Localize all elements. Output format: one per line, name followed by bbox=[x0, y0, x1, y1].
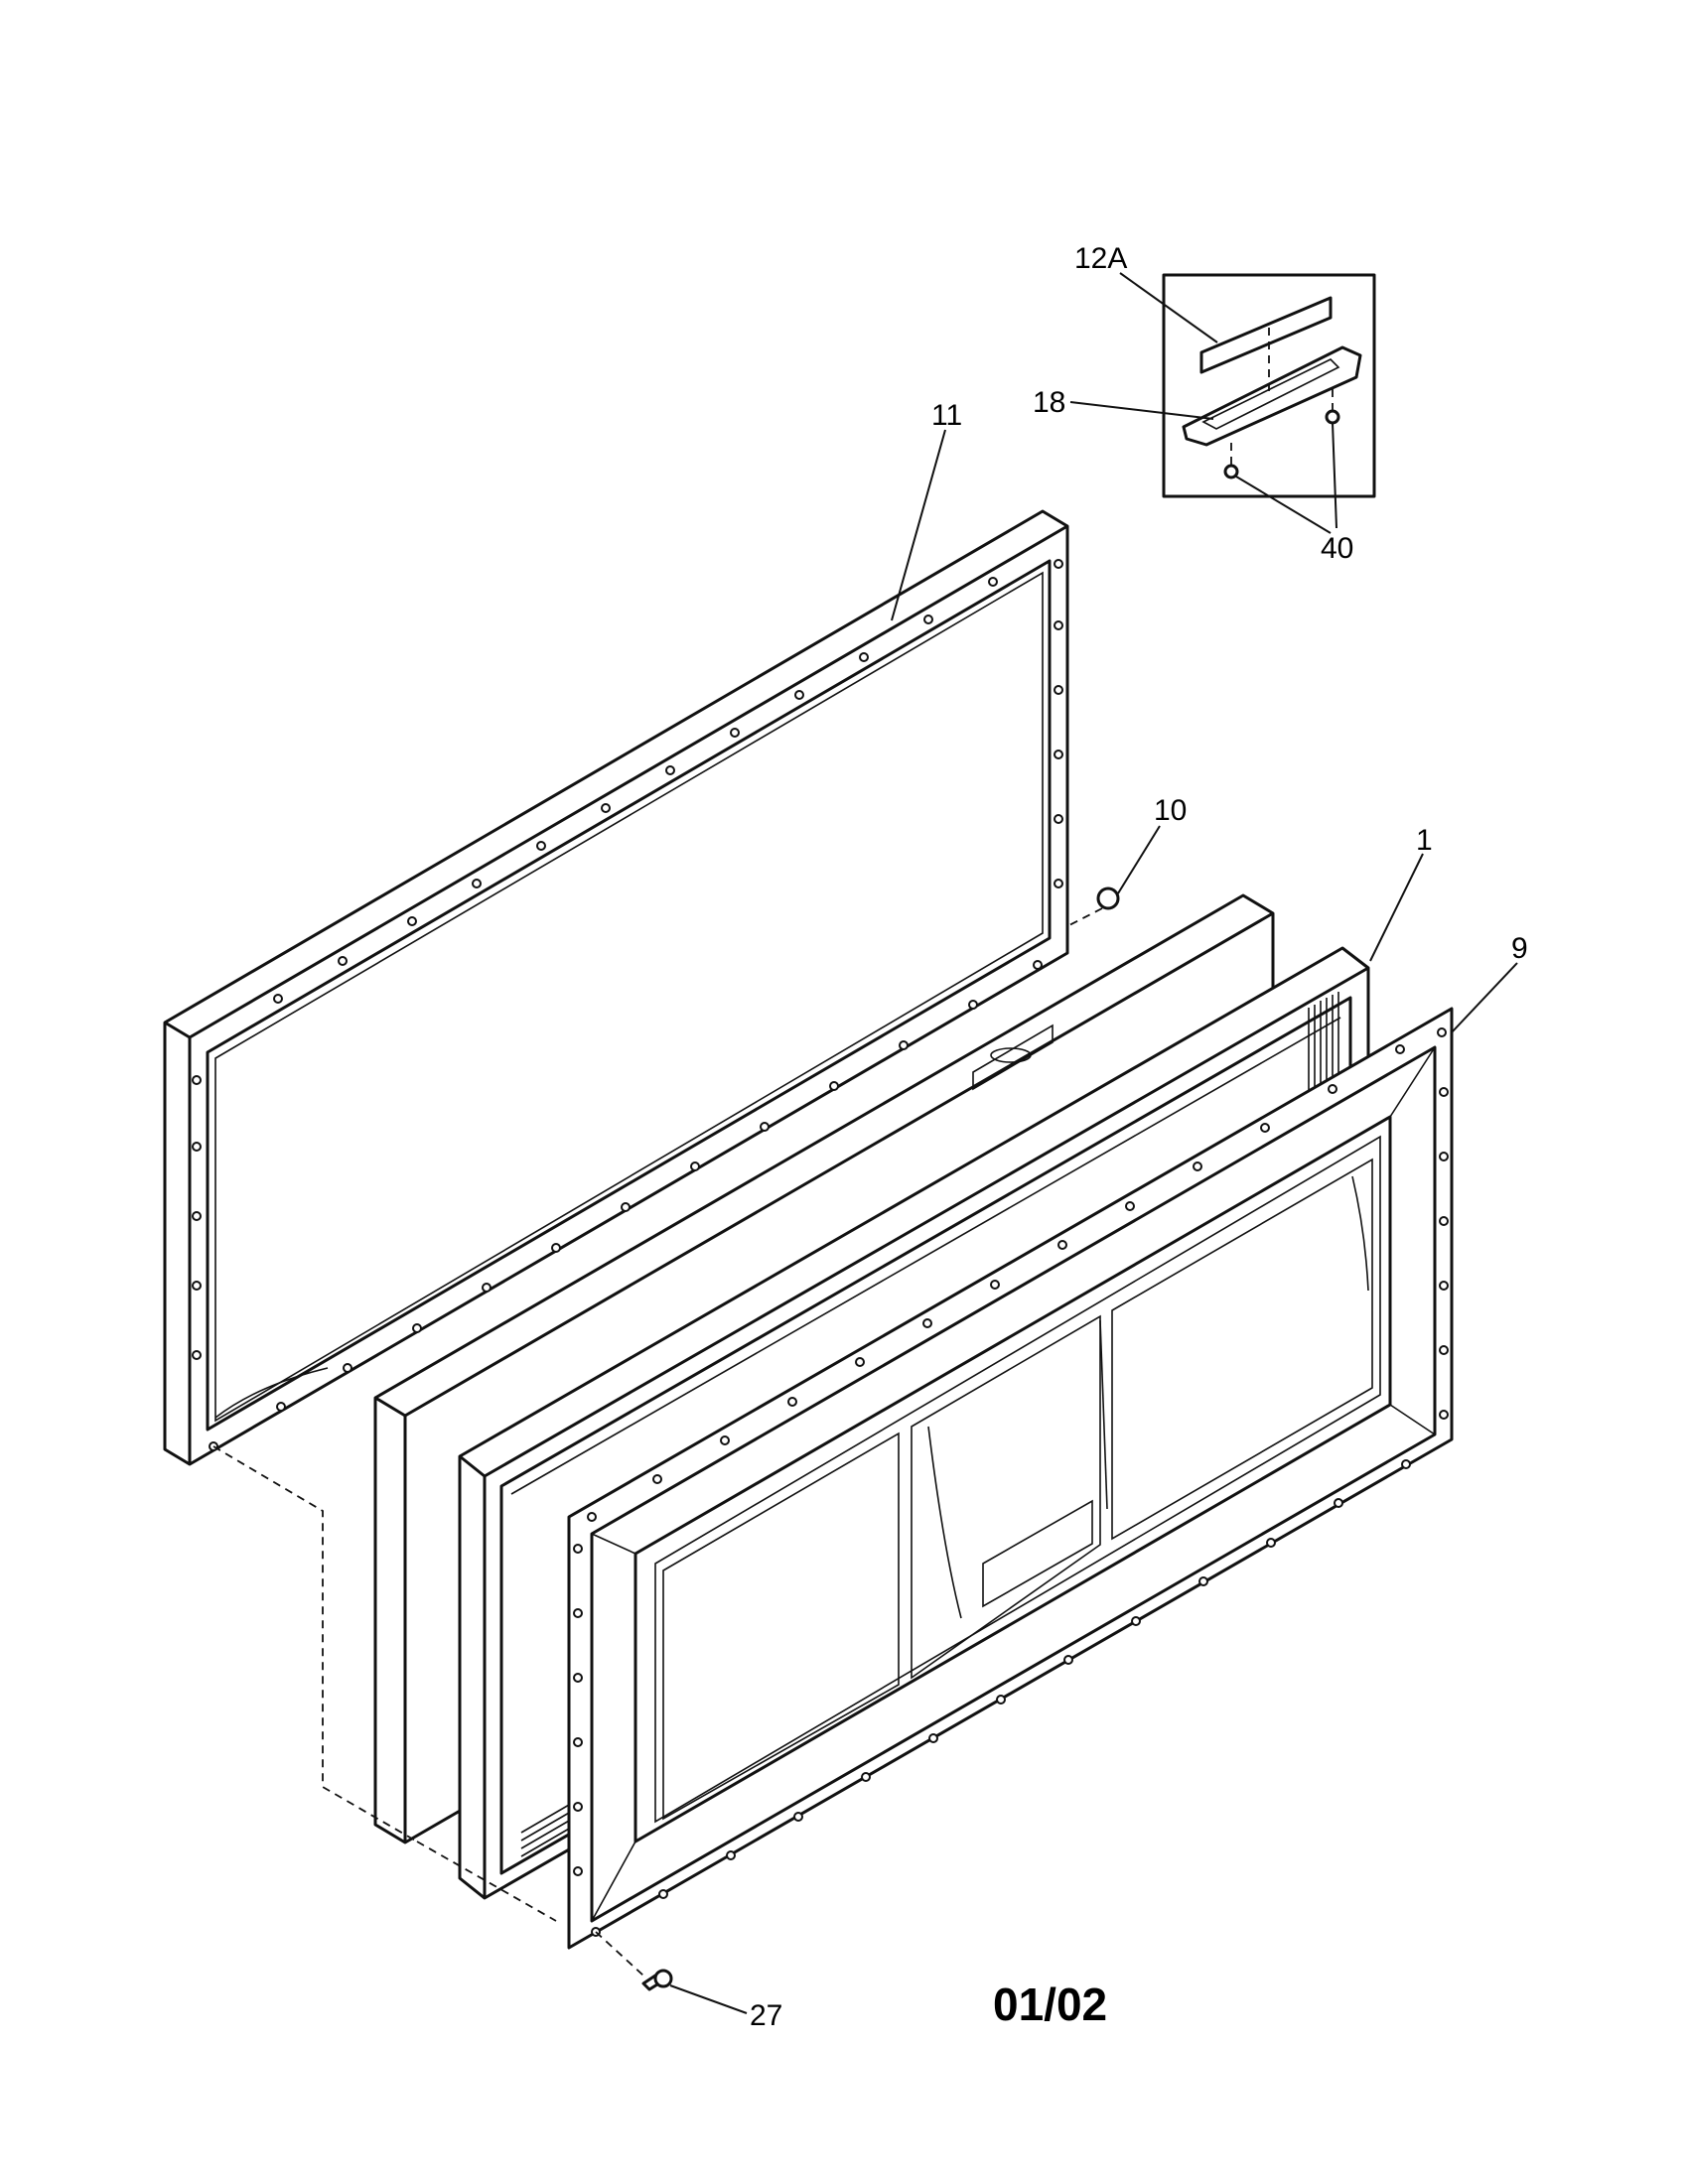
callout-10: 10 bbox=[1154, 794, 1187, 827]
callout-1: 1 bbox=[1416, 824, 1433, 857]
part-9-screw-holes bbox=[573, 1027, 1449, 1937]
part-40-nuts bbox=[1223, 389, 1340, 479]
part-11-gasket-frame bbox=[163, 509, 1069, 1466]
diagram-code: 01/02 bbox=[993, 1979, 1107, 2030]
part-10-bumper bbox=[1068, 887, 1120, 926]
callout-labels: 12A 18 11 40 10 1 9 27 bbox=[750, 242, 1528, 2032]
handle-inset bbox=[1162, 273, 1376, 498]
assembly-line bbox=[212, 1445, 418, 1843]
part-11-screw-holes bbox=[192, 559, 1063, 1451]
part-9-door-panel bbox=[567, 1007, 1454, 1950]
callout-11: 11 bbox=[931, 399, 962, 432]
leader-lines bbox=[669, 272, 1518, 2014]
callout-27: 27 bbox=[750, 1999, 782, 2032]
callout-18: 18 bbox=[1033, 386, 1065, 419]
part-12a-trim-strip bbox=[1199, 296, 1333, 374]
callout-9: 9 bbox=[1511, 932, 1528, 965]
part-18-handle bbox=[1182, 345, 1362, 447]
part-27-screw bbox=[595, 1931, 673, 1991]
callout-12a: 12A bbox=[1074, 242, 1127, 275]
callout-40: 40 bbox=[1321, 532, 1353, 565]
